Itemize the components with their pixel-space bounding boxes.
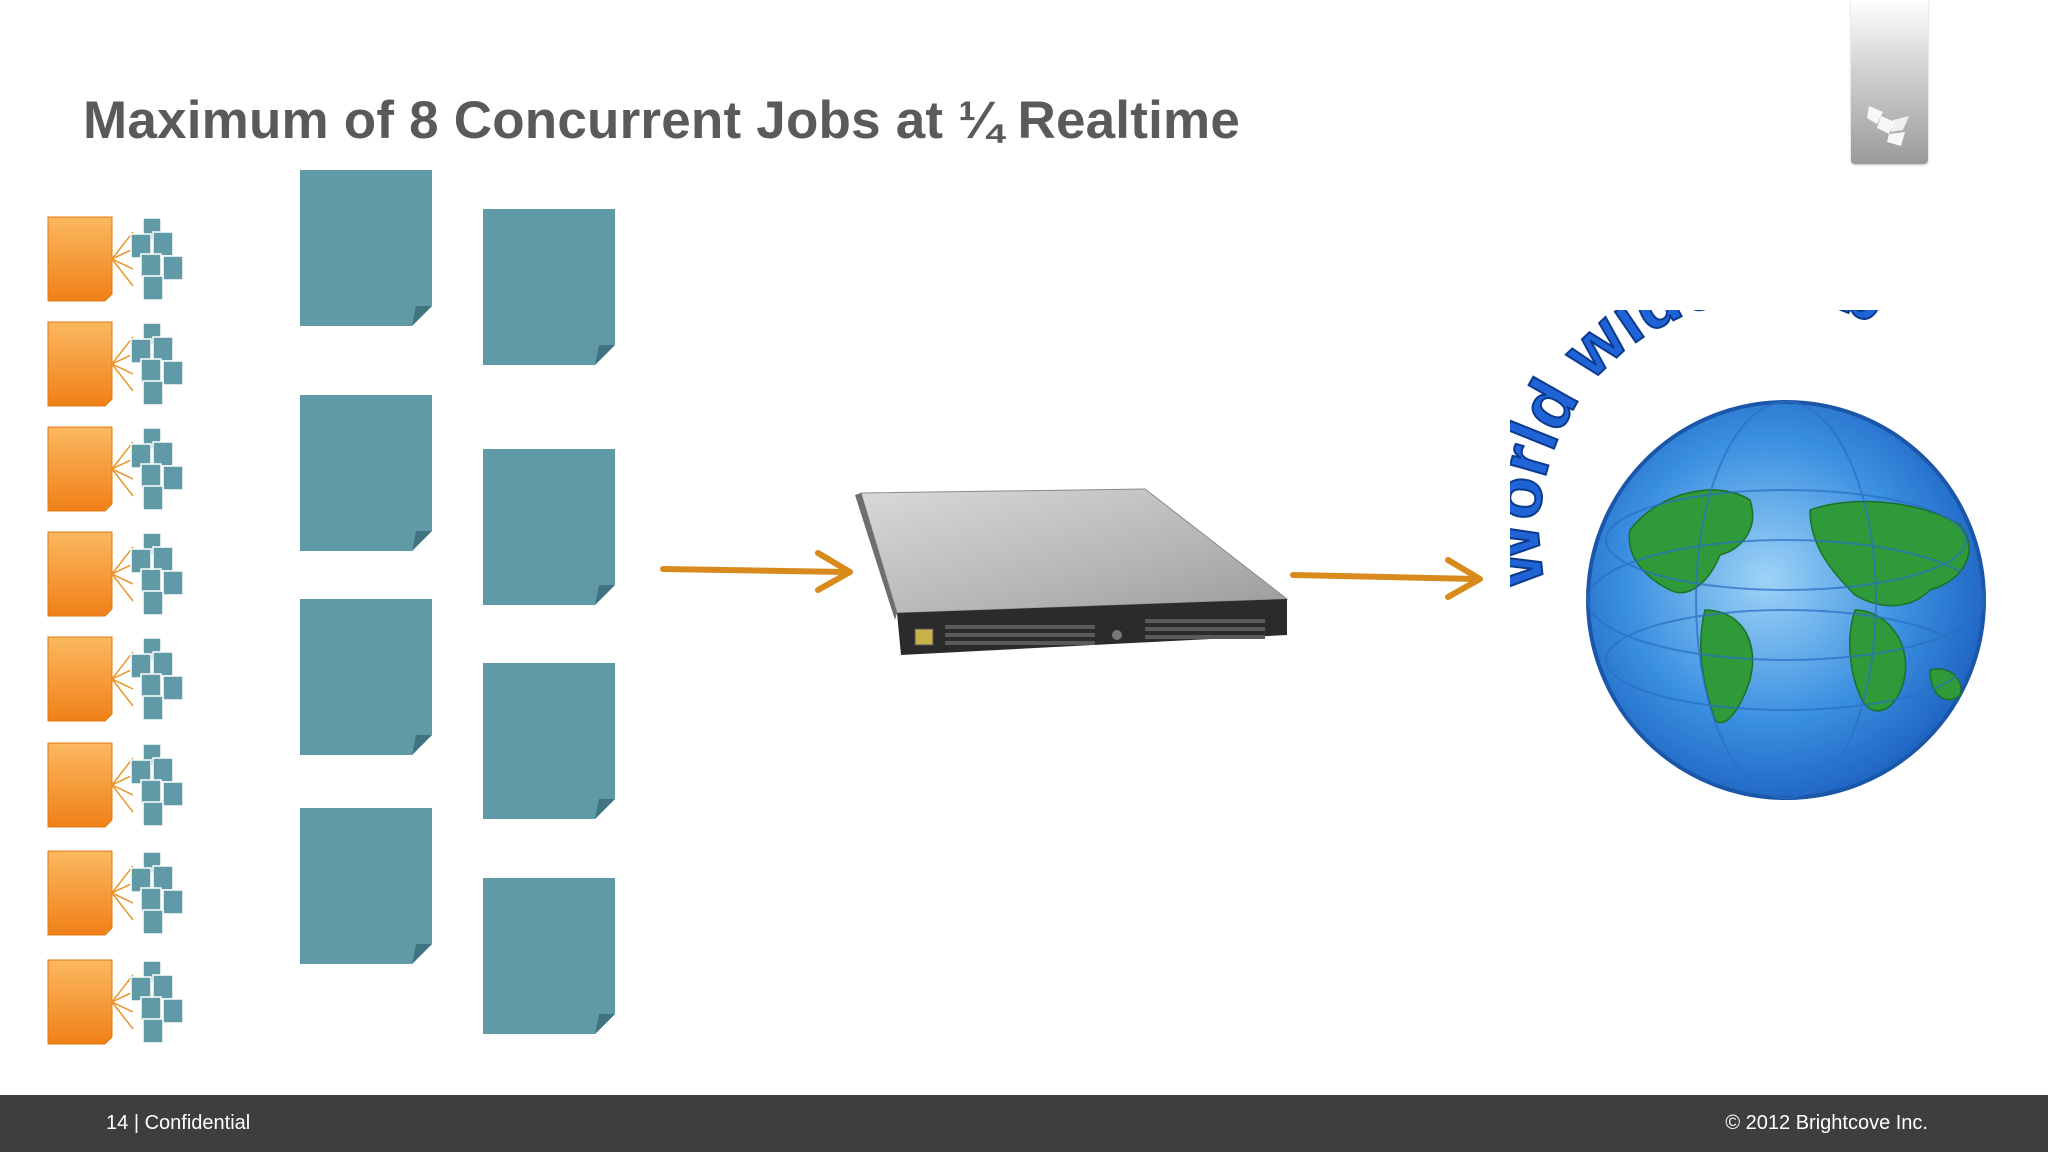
output-document-icon: [483, 878, 615, 1034]
source-file-with-renditions-icon: [47, 742, 184, 828]
source-file-with-renditions-icon: [47, 531, 184, 617]
brightcove-logo-tab: [1851, 0, 1928, 164]
footer-left: 14 | Confidential: [106, 1112, 250, 1135]
confidential-label: Confidential: [144, 1112, 251, 1134]
job-stack: [45, 740, 195, 835]
job-stack: [45, 214, 195, 309]
source-file-with-renditions-icon: [47, 426, 184, 512]
output-document-icon: [483, 449, 615, 605]
output-document: [300, 808, 432, 964]
output-document: [483, 878, 615, 1034]
slide-title: Maximum of 8 Concurrent Jobs at ¼ Realti…: [83, 91, 1241, 150]
brightcove-logo-icon: [1867, 106, 1909, 146]
right-arrow-icon: [1290, 557, 1483, 600]
output-document-icon: [300, 170, 432, 326]
output-document: [483, 663, 615, 819]
world-globe-icon: World wide web: [1473, 235, 1986, 800]
copyright-notice: © 2012 Brightcove Inc.: [1725, 1112, 1928, 1134]
output-document: [300, 170, 432, 326]
job-stack: [45, 529, 195, 624]
job-stack: [45, 634, 195, 729]
job-stack: [45, 957, 195, 1052]
footer-separator: |: [133, 1112, 140, 1134]
output-document: [483, 209, 615, 365]
world-wide-web-globe: World wide web: [1473, 235, 2010, 800]
output-document-icon: [300, 599, 432, 755]
output-document: [300, 395, 432, 551]
job-stack: [45, 848, 195, 943]
output-document-icon: [483, 663, 615, 819]
output-document-icon: [300, 808, 432, 964]
source-file-with-renditions-icon: [47, 216, 184, 302]
job-stack: [45, 424, 195, 519]
output-document: [300, 599, 432, 755]
output-document-icon: [483, 209, 615, 365]
output-document-icon: [300, 395, 432, 551]
source-file-with-renditions-icon: [47, 959, 184, 1045]
job-stack: [45, 319, 195, 414]
page-number: 14: [106, 1112, 129, 1134]
output-document: [483, 449, 615, 605]
source-file-with-renditions-icon: [47, 850, 184, 936]
source-file-with-renditions-icon: [47, 636, 184, 722]
source-file-with-renditions-icon: [47, 321, 184, 407]
right-arrow-icon: [660, 550, 853, 593]
rack-server-icon: [855, 488, 1289, 655]
footer-bar: 14 | Confidential © 2012 Brightcove Inc.: [0, 1095, 2048, 1152]
